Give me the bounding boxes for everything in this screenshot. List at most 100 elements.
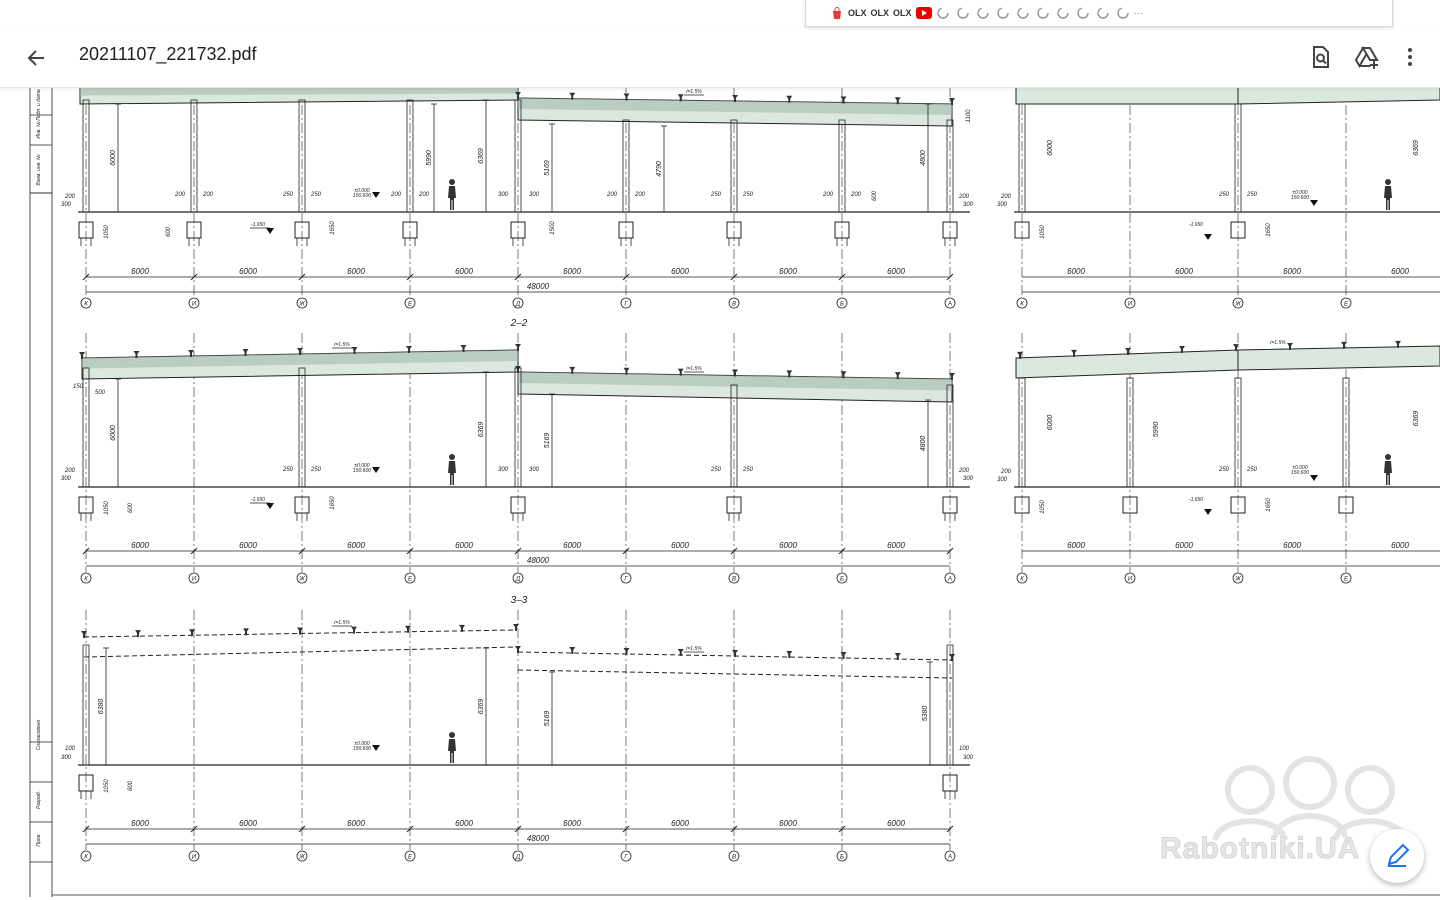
roof-beam-shade — [80, 87, 518, 96]
rabotniki-logo-icon — [1212, 756, 1408, 842]
small-dimension-label: 600 — [128, 502, 134, 513]
dimension-tick — [622, 273, 630, 281]
axis-bubble — [1232, 297, 1244, 309]
footing — [942, 496, 958, 514]
loading-spinner-icon — [1096, 7, 1109, 19]
extension-bar: OLX OLX OLX ··· — [805, 0, 1393, 27]
axis-bubble — [80, 297, 92, 309]
height-dimension-label: 5380 — [922, 706, 929, 722]
edit-button[interactable] — [1370, 829, 1424, 883]
axis-label: И — [192, 577, 197, 583]
small-dimension-label: 300 — [963, 476, 974, 482]
shopping-bag-icon[interactable] — [830, 6, 844, 20]
footing — [618, 221, 634, 239]
purlin — [188, 350, 194, 357]
dimension-tick — [946, 273, 954, 281]
roof-beam — [1015, 87, 1239, 105]
purlin — [732, 650, 738, 657]
small-dimension-label: 200 — [64, 194, 76, 200]
dimension-bay-label: 6000 — [347, 819, 365, 828]
dimension-bay-label: 6000 — [671, 267, 689, 276]
purlin — [949, 654, 955, 661]
axis-label: Е — [1344, 577, 1349, 583]
back-button[interactable] — [22, 44, 50, 72]
purlin — [1125, 347, 1131, 355]
loading-spinner-icon — [956, 7, 969, 19]
roof-beam-shade — [518, 372, 952, 391]
small-dimension-label: 300 — [61, 476, 72, 482]
purlin — [949, 373, 955, 380]
add-to-drive-button[interactable] — [1353, 43, 1381, 71]
small-dimension-label: 300 — [963, 755, 974, 761]
axis-bubble — [836, 850, 848, 862]
small-dimension-label: 200 — [202, 192, 214, 198]
dimension-bay-label: 6000 — [131, 819, 149, 828]
purlin — [894, 97, 901, 105]
axis-bubble — [296, 297, 308, 309]
axis-label: Г — [624, 577, 628, 583]
olx-icon[interactable]: OLX — [848, 8, 867, 18]
small-dimension-label: 250 — [282, 192, 294, 198]
axis-label: Б — [840, 302, 844, 308]
small-dimension-label: 200 — [174, 192, 186, 198]
footing — [510, 496, 526, 514]
document-title: 20211107_221732.pdf — [79, 44, 257, 64]
height-dimension-label: 6369 — [478, 699, 485, 715]
axis-bubble — [1340, 297, 1352, 309]
slope-label: i=1.5% — [686, 366, 702, 372]
loading-spinner-icon — [1056, 7, 1069, 19]
purlin — [786, 370, 793, 378]
slope-label: i=1.5% — [334, 620, 350, 626]
axis-label: Е — [1344, 302, 1349, 308]
dimension-bay-label: 6000 — [563, 541, 581, 550]
person-figure — [1385, 179, 1391, 185]
purlin — [623, 648, 630, 655]
axis-label: Е — [408, 577, 413, 583]
dimension-tick — [946, 825, 954, 833]
axis-bubble — [836, 297, 848, 309]
level-marker — [1310, 200, 1318, 206]
small-dimension-label: 250 — [282, 467, 294, 473]
footing — [78, 221, 94, 239]
search-document-button[interactable] — [1306, 43, 1334, 71]
olx-icon[interactable]: OLX — [893, 8, 912, 18]
stamp-label: Согласовано — [36, 720, 42, 751]
small-dimension-label: 250 — [742, 467, 754, 473]
purlin — [406, 346, 412, 353]
footing — [942, 221, 958, 239]
small-dimension-label: 250 — [1246, 192, 1258, 198]
level-low-label: -1.650 — [251, 222, 265, 228]
axis-label: Ж — [298, 577, 305, 583]
roof-beam-shade — [518, 98, 952, 115]
footing — [186, 221, 202, 239]
person-figure — [448, 739, 456, 763]
level-zero-abs-label: 150.600 — [1291, 470, 1309, 476]
height-dimension-label: 5990 — [426, 150, 433, 166]
small-dimension-label: 200 — [634, 192, 646, 198]
small-dimension-label: 1500 — [550, 221, 556, 235]
small-dimension-label: 600 — [166, 226, 172, 237]
purlin — [623, 367, 630, 375]
small-dimension-label: 200 — [606, 192, 618, 198]
purlin — [1017, 351, 1023, 359]
olx-icon[interactable]: OLX — [870, 8, 890, 18]
dimension-bay-label: 6000 — [455, 541, 473, 550]
small-dimension-label: 250 — [310, 192, 322, 198]
footing — [942, 774, 958, 792]
purlin — [81, 631, 87, 638]
axis-bubble — [188, 297, 200, 309]
person-figure — [448, 461, 456, 485]
more-dots[interactable]: ··· — [1133, 7, 1144, 19]
edit-pencil-icon — [1387, 843, 1410, 867]
dimension-tick — [730, 825, 738, 833]
dimension-bay-label: 6000 — [1067, 541, 1085, 550]
small-dimension-label: 300 — [61, 202, 72, 208]
level-zero-label: ±0.000 — [354, 463, 369, 469]
youtube-icon[interactable] — [915, 7, 932, 19]
small-dimension-label: 250 — [1246, 467, 1258, 473]
small-dimension-label: 250 — [710, 192, 722, 198]
axis-label: И — [192, 302, 197, 308]
small-dimension-label: 1050 — [104, 225, 110, 239]
more-options-button[interactable] — [1396, 43, 1424, 71]
